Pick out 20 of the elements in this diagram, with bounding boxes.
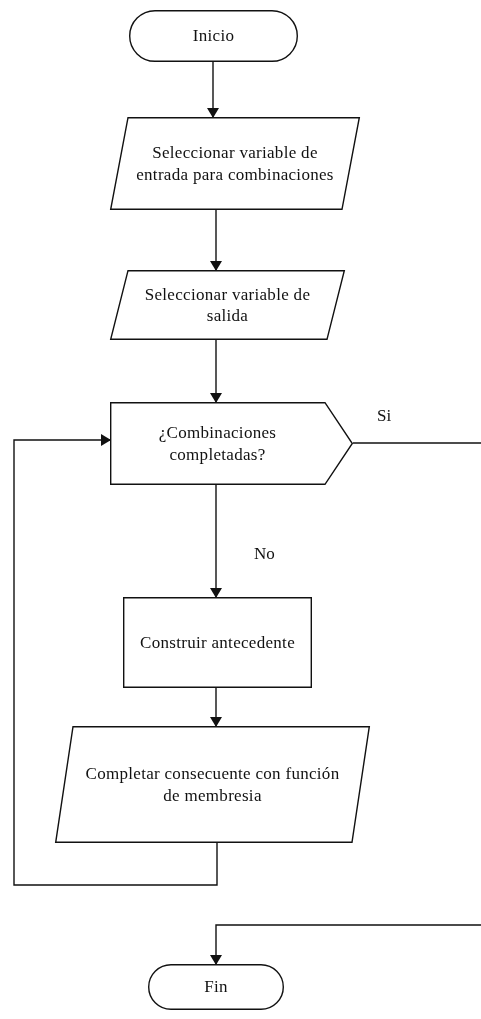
node-text: Seleccionar variable de salida — [143, 283, 312, 327]
process-box — [123, 597, 312, 688]
arrow — [210, 209, 222, 271]
arrow — [210, 339, 222, 403]
arrow — [210, 924, 481, 965]
node-text: Seleccionar variable de entrada para combinaciones — [135, 142, 335, 185]
node-text: Completar consecuente con función de membresia — [84, 763, 341, 806]
connector-line — [352, 442, 481, 444]
arrow — [207, 61, 219, 118]
node-text: Inicio — [191, 25, 236, 47]
arrow — [13, 434, 218, 886]
arrow — [210, 687, 222, 727]
node-text: Construir antecedente — [139, 631, 296, 654]
input-parallelogram — [55, 726, 370, 843]
node-text: ¿Combinaciones completadas? — [157, 422, 278, 465]
input-parallelogram — [110, 117, 360, 210]
node-text: Fin — [203, 976, 229, 998]
input-parallelogram — [110, 270, 345, 340]
decision-pentagon — [110, 402, 353, 485]
arrow — [210, 484, 222, 598]
